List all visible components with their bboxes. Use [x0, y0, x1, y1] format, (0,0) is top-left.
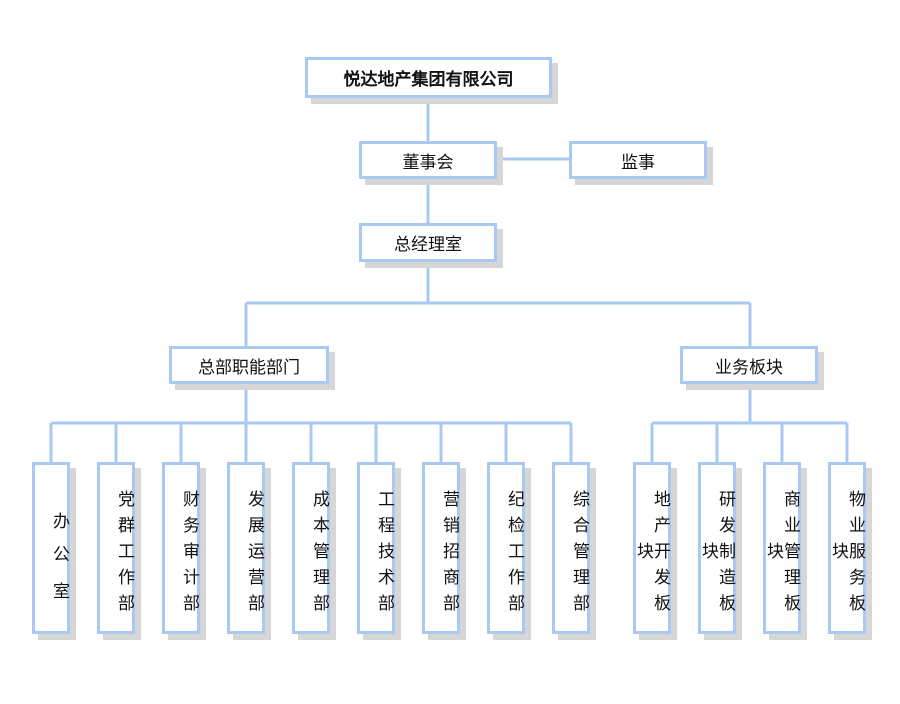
- dept-discipline: 纪检工作部: [487, 462, 525, 634]
- dept-engineering: 工程技术部: [357, 462, 395, 634]
- dept-office-char: 室: [49, 581, 69, 599]
- board-node: 董事会: [359, 141, 497, 179]
- dept-party: 党群工作部: [97, 462, 135, 634]
- dept-office-char: 办: [49, 511, 69, 529]
- unit-rd-manufacturing: 研发制造板块: [698, 462, 736, 634]
- dept-marketing: 营销招商部: [422, 462, 460, 634]
- dept-office: 办公室: [32, 462, 70, 634]
- hq-functions-node: 总部职能部门: [169, 346, 329, 384]
- dept-finance: 财务审计部: [162, 462, 200, 634]
- dept-cost: 成本管理部: [292, 462, 330, 634]
- unit-property-service: 物业服务板块: [828, 462, 866, 634]
- dept-general: 综合管理部: [552, 462, 590, 634]
- business-units-node: 业务板块: [680, 346, 818, 384]
- dept-office-char: 公: [49, 544, 69, 562]
- supervisor-node: 监事: [569, 141, 707, 179]
- gm-office-node: 总经理室: [359, 223, 497, 262]
- dept-development: 发展运营部: [227, 462, 265, 634]
- unit-real-estate: 地产开发板块: [633, 462, 671, 634]
- company-node: 悦达地产集团有限公司: [305, 57, 552, 98]
- unit-commercial: 商业管理板块: [763, 462, 801, 634]
